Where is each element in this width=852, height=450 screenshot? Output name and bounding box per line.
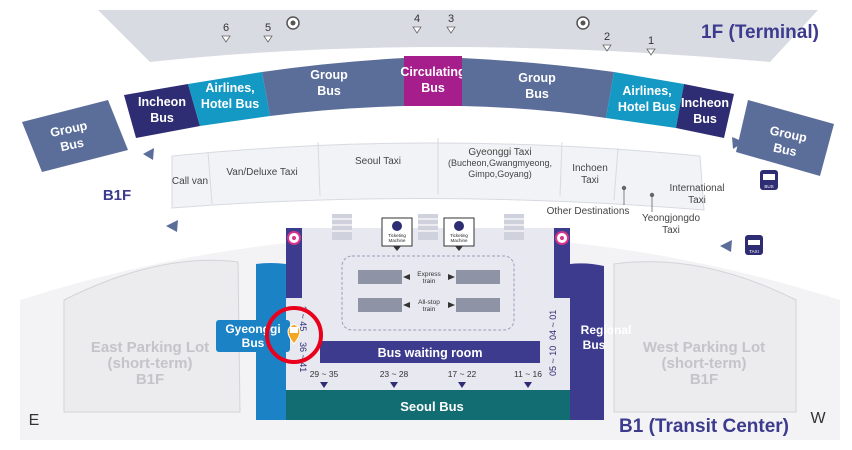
pointer-lines	[621, 185, 655, 212]
seoul-taxi-label: Seoul Taxi	[355, 156, 401, 167]
platform-label-23-28: 23 ~ 28	[380, 369, 409, 379]
west-parking-label: West Parking Lot(short-term)B1F	[643, 339, 765, 388]
highlight-circle	[265, 306, 323, 364]
elevator-icon	[555, 231, 569, 245]
zone-group-bus-center-right	[462, 58, 614, 118]
platform-label-left-1: 2 ~ 45	[298, 306, 308, 331]
zone-incheon-bus-right	[676, 84, 734, 138]
other-destinations-label: Other Destinations	[547, 206, 630, 217]
gate-markers: 6 5 4 3 2 1	[221, 13, 656, 56]
gate-5: 5	[263, 22, 273, 43]
zone-airlines-hotel-right	[606, 72, 684, 128]
gate-4-label: 4	[414, 13, 420, 25]
gyeonggi-bus-label-box	[216, 320, 290, 352]
gate-3-label: 3	[448, 13, 454, 25]
transit-center-building	[286, 228, 570, 418]
arrow-left-icon	[166, 220, 178, 232]
svg-text:Airlines,Hotel Bus: Airlines,Hotel Bus	[201, 81, 259, 111]
zone-group-bus-left	[22, 100, 128, 172]
gate-1-label: 1	[648, 35, 654, 47]
stairs	[332, 214, 524, 240]
floor-title-1f: 1F (Terminal)	[701, 22, 819, 43]
seoul-bus-label: Seoul Bus	[400, 399, 464, 414]
compass-east: E	[29, 412, 40, 429]
info-icon	[576, 16, 590, 30]
call-van-label: Call van	[172, 176, 208, 187]
regional-bus-zone	[570, 263, 604, 420]
gyeonggi-taxi-label: Gyeonggi Taxi(Bucheon,Gwangmyeong,Gimpo,…	[448, 147, 552, 179]
bus-waiting-room-label: Bus waiting room	[378, 346, 483, 360]
west-parking-lot	[613, 261, 797, 413]
east-parking-lot	[63, 259, 241, 413]
train-platform-area	[341, 255, 515, 331]
arrow-left-icon	[720, 240, 732, 252]
direction-arrows	[143, 137, 744, 252]
taxi-icon: TAXI	[745, 235, 763, 255]
platform-label-left-2: 36 ~ 41	[298, 342, 308, 372]
svg-text:BUS: BUS	[764, 184, 773, 189]
platform-label-right-1: 04 ~ 01	[548, 310, 558, 340]
arrow-left-icon	[143, 148, 154, 160]
platform-label-29-35: 29 ~ 35	[310, 369, 339, 379]
location-pin-icon	[287, 323, 301, 345]
info-icon	[286, 16, 300, 30]
floor-title-b1f: B1F	[103, 187, 131, 204]
zone-incheon-bus-left	[124, 84, 200, 138]
bus-waiting-room	[320, 341, 540, 363]
platform-label-11-16: 11 ~ 16	[514, 369, 542, 379]
gate-1: 1	[646, 35, 656, 56]
gate-6-label: 6	[223, 22, 229, 34]
gate-5-label: 5	[265, 22, 271, 34]
zone-group-bus-right	[736, 100, 834, 176]
bus-icon: BUS	[760, 170, 778, 190]
van-deluxe-taxi-label: Van/Deluxe Taxi	[226, 167, 297, 178]
elevator-icon	[287, 231, 301, 245]
seoul-bus-zone	[286, 390, 570, 420]
gate-6: 6	[221, 22, 231, 43]
bottom-platform-labels: 29 ~ 35 23 ~ 28 17 ~ 22 11 ~ 16	[310, 369, 543, 379]
terminal-curb	[98, 10, 818, 62]
platform-label-17-22: 17 ~ 22	[448, 369, 477, 379]
gate-2-label: 2	[604, 31, 610, 43]
svg-text:Airlines,Hotel Bus: Airlines,Hotel Bus	[618, 84, 676, 114]
east-parking-label: East Parking Lot(short-term)B1F	[91, 339, 209, 388]
svg-text:GroupBus: GroupBus	[518, 71, 556, 101]
gate-3: 3	[446, 13, 456, 34]
zone-circulating-bus	[404, 56, 462, 106]
compass-west: W	[810, 410, 826, 427]
gate-4: 4	[412, 13, 422, 34]
platform-label-right-2: 05 ~ 10	[548, 346, 558, 376]
floor-title-b1: B1 (Transit Center)	[619, 416, 789, 437]
zone-group-bus-center-left	[262, 58, 404, 116]
gate-2: 2	[602, 31, 612, 52]
svg-text:TAXI: TAXI	[749, 249, 759, 254]
arrow-right-icon	[732, 137, 744, 149]
zone-airlines-hotel-left	[188, 72, 270, 126]
svg-text:GroupBus: GroupBus	[310, 68, 348, 98]
